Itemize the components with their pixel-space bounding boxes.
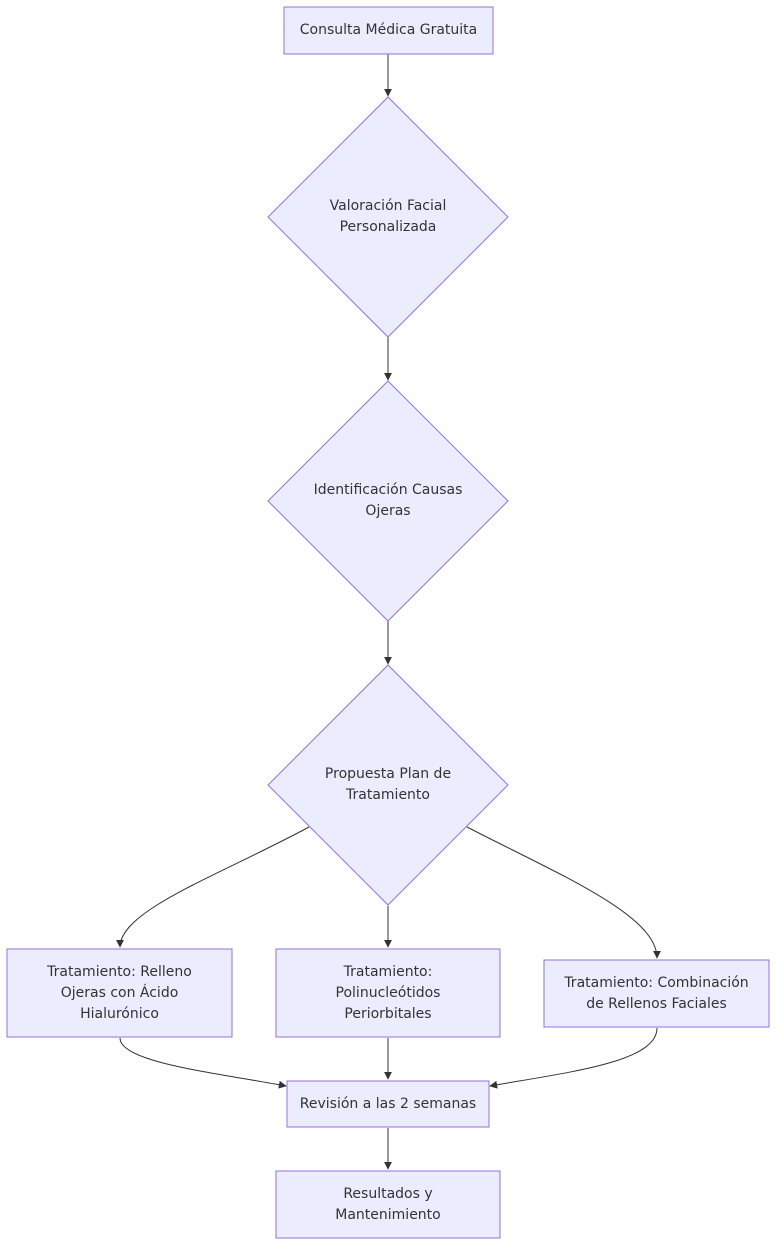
edge-combinacion-revision <box>489 1027 658 1089</box>
node-propuesta-shape <box>267 664 509 906</box>
node-relleno-shape <box>6 948 233 1038</box>
nodes <box>6 6 770 1239</box>
edge-propuesta-combinacion <box>466 826 661 959</box>
node-resultados-shape <box>275 1170 501 1239</box>
node-combinacion-shape <box>543 959 770 1028</box>
edges <box>116 54 661 1170</box>
edge-relleno-revision <box>119 1037 287 1089</box>
node-valoracion-shape <box>267 96 509 338</box>
node-polinucleotidos-shape <box>275 948 501 1038</box>
node-consulta-shape <box>283 6 494 55</box>
node-revision-shape <box>286 1080 490 1128</box>
edge-propuesta-relleno <box>116 826 310 948</box>
node-identificacion-shape <box>267 380 509 622</box>
